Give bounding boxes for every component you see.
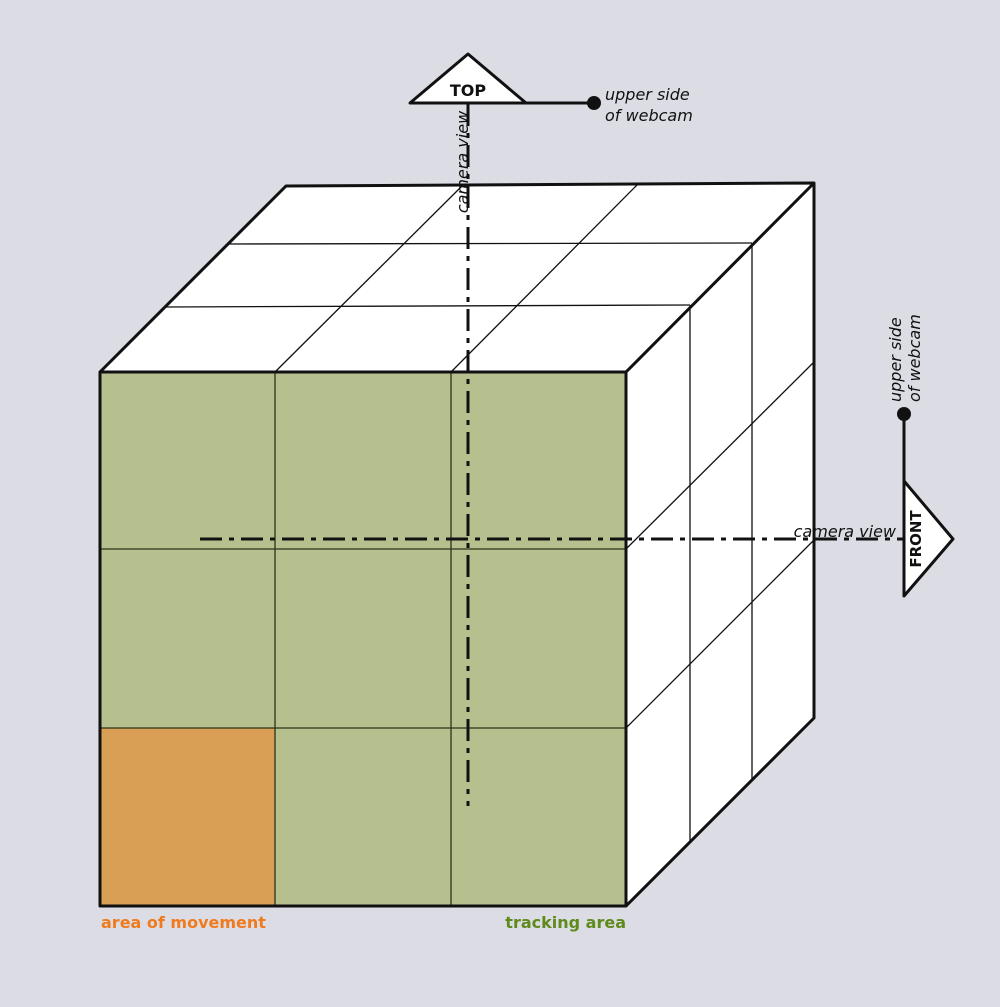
top-webcam-indicator: TOP upper side of webcam camera view bbox=[408, 52, 693, 213]
front-grid-lines bbox=[100, 372, 626, 906]
front-cell-r1-c1 bbox=[275, 549, 451, 728]
front-cell-r1-c2 bbox=[451, 549, 626, 728]
front-upper-side-dot bbox=[897, 407, 911, 421]
front-webcam-indicator: FRONT upper side of webcam camera view bbox=[794, 314, 955, 598]
front-label: FRONT bbox=[907, 510, 925, 568]
front-cell-r0-c2 bbox=[451, 372, 626, 549]
cube-outline bbox=[98, 181, 816, 908]
area-of-movement-label: area of movement bbox=[101, 913, 266, 932]
top-triangle bbox=[408, 52, 528, 105]
front-cell-r0-c1 bbox=[275, 372, 451, 549]
right-face bbox=[626, 183, 814, 906]
top-camera-view-label: camera view bbox=[453, 110, 472, 213]
front-cell-r2-c1 bbox=[275, 728, 451, 906]
top-upper-side-line1: upper side bbox=[605, 85, 690, 104]
camera-view-axes bbox=[200, 104, 904, 806]
front-cell-r1-c0 bbox=[100, 549, 275, 728]
front-triangle bbox=[902, 479, 955, 598]
top-grid-lines bbox=[164, 183, 753, 373]
front-upper-side-line2: of webcam bbox=[905, 314, 924, 402]
top-upper-side-line2: of webcam bbox=[605, 106, 693, 125]
top-face bbox=[100, 183, 814, 372]
top-label: TOP bbox=[450, 81, 487, 100]
top-upper-side-dot bbox=[587, 96, 601, 110]
front-cell-r0-c0 bbox=[100, 372, 275, 549]
front-camera-view-label: camera view bbox=[794, 522, 897, 541]
front-cell-r2-c2 bbox=[451, 728, 626, 906]
front-face-grid bbox=[100, 372, 626, 906]
area-of-movement-cell bbox=[100, 728, 275, 906]
right-grid-lines bbox=[625, 243, 815, 842]
tracking-area-label: tracking area bbox=[505, 913, 626, 932]
front-upper-side-line1: upper side bbox=[886, 317, 905, 402]
